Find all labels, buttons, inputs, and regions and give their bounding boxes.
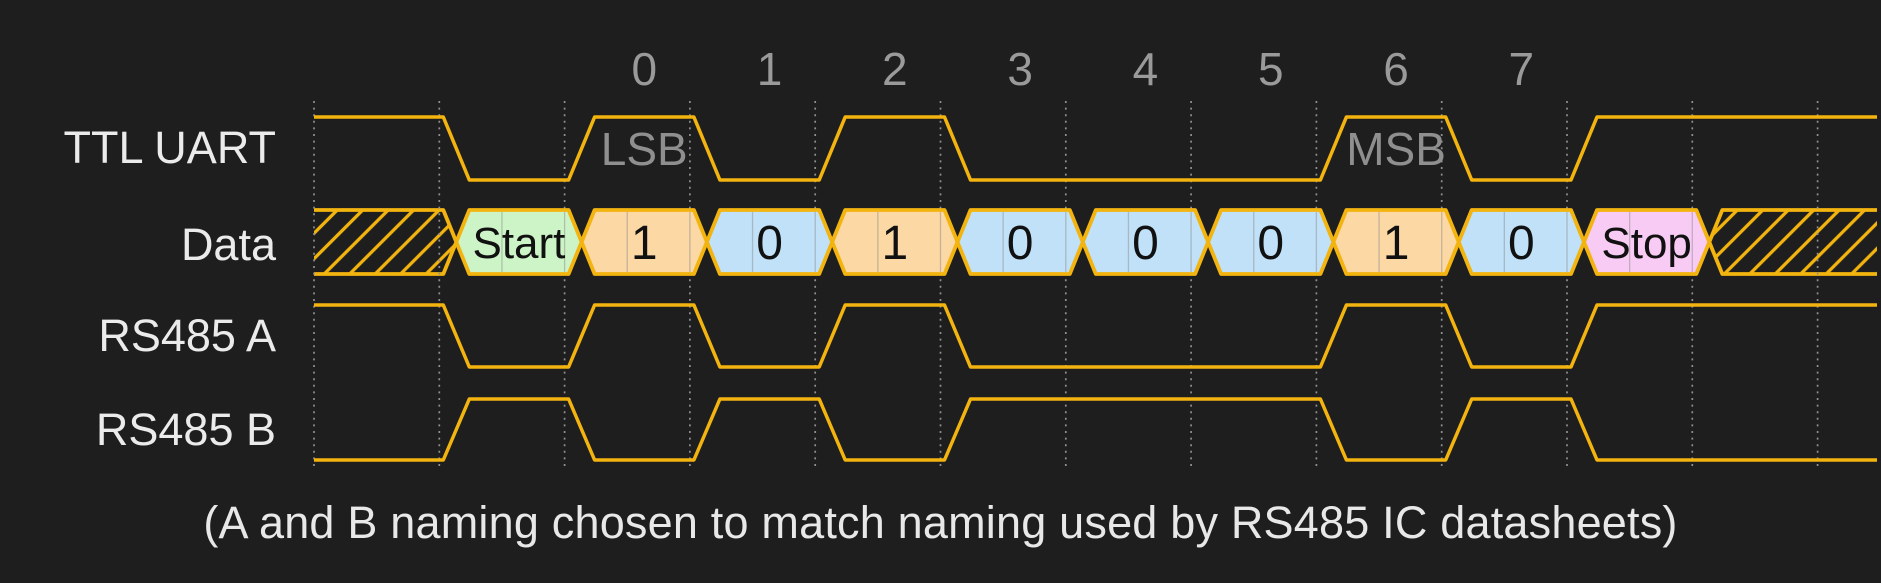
waveform-ttl-uart [314,115,1877,182]
data-cell-stop [1582,208,1712,276]
bit-index: 6 [1383,43,1409,95]
msb-annotation: MSB [1346,123,1446,175]
data-bit-value: 0 [1257,217,1284,270]
data-cell-label: Start [472,219,565,268]
bit-index: 2 [882,43,908,95]
waveform-rs485-a [314,303,1877,369]
bit-index: 5 [1258,43,1284,95]
data-cell-undefined-hatch [1709,210,1877,274]
data-bit-value: 0 [1007,217,1034,270]
data-bit-value: 0 [1508,217,1535,270]
bit-index: 3 [1007,43,1033,95]
row-label-data: Data [181,219,277,270]
data-bit-value: 0 [756,217,783,270]
data-bit-value: 1 [631,217,658,270]
waveform-rs485-b [314,397,1877,462]
data-cell-undefined-hatch [314,210,457,274]
row-label-ttl-uart: TTL UART [63,122,276,173]
bit-index: 1 [757,43,783,95]
caption: (A and B naming chosen to match naming u… [203,497,1678,548]
data-bit-value: 0 [1132,217,1159,270]
bit-index: 7 [1509,43,1535,95]
row-label-rs485-a: RS485 A [98,310,276,361]
data-bit-value: 1 [1383,217,1410,270]
lsb-annotation: LSB [601,123,688,175]
data-bit-value: 1 [881,217,908,270]
row-label-rs485-b: RS485 B [96,404,276,455]
data-cell-label: Stop [1601,219,1692,268]
bit-index: 4 [1133,43,1159,95]
bit-index: 0 [631,43,657,95]
